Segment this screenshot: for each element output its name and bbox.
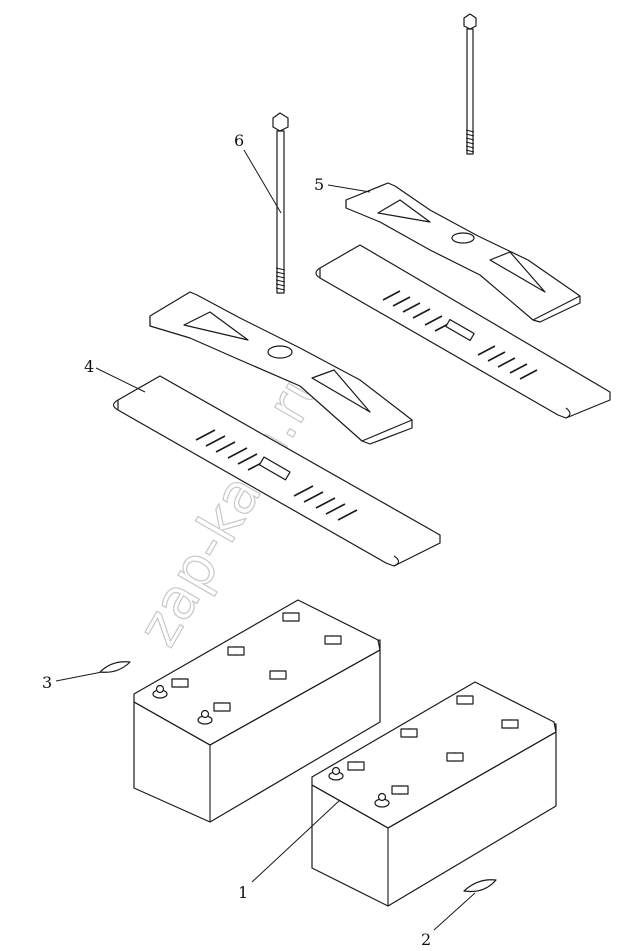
leader-6 <box>243 149 282 214</box>
leader-5 <box>327 184 371 193</box>
callout-2: 2 <box>421 930 431 949</box>
plate-right <box>315 244 611 419</box>
leader-1 <box>251 799 341 883</box>
leader-3 <box>55 671 103 682</box>
callout-4: 4 <box>84 357 94 376</box>
leader-2 <box>433 892 476 931</box>
plate-left <box>112 375 441 567</box>
callout-6: 6 <box>234 131 244 150</box>
clamp-bar-left <box>149 291 413 445</box>
battery-left <box>133 599 381 823</box>
callout-1: 1 <box>238 883 248 902</box>
leader-4 <box>95 367 146 393</box>
terminal-cap-left <box>99 661 131 673</box>
battery-right <box>311 681 557 907</box>
rod-right <box>463 13 477 155</box>
clamp-bar-right <box>345 182 581 323</box>
callout-3: 3 <box>42 673 52 692</box>
callout-5: 5 <box>314 175 324 194</box>
terminal-cap-right <box>463 879 497 893</box>
